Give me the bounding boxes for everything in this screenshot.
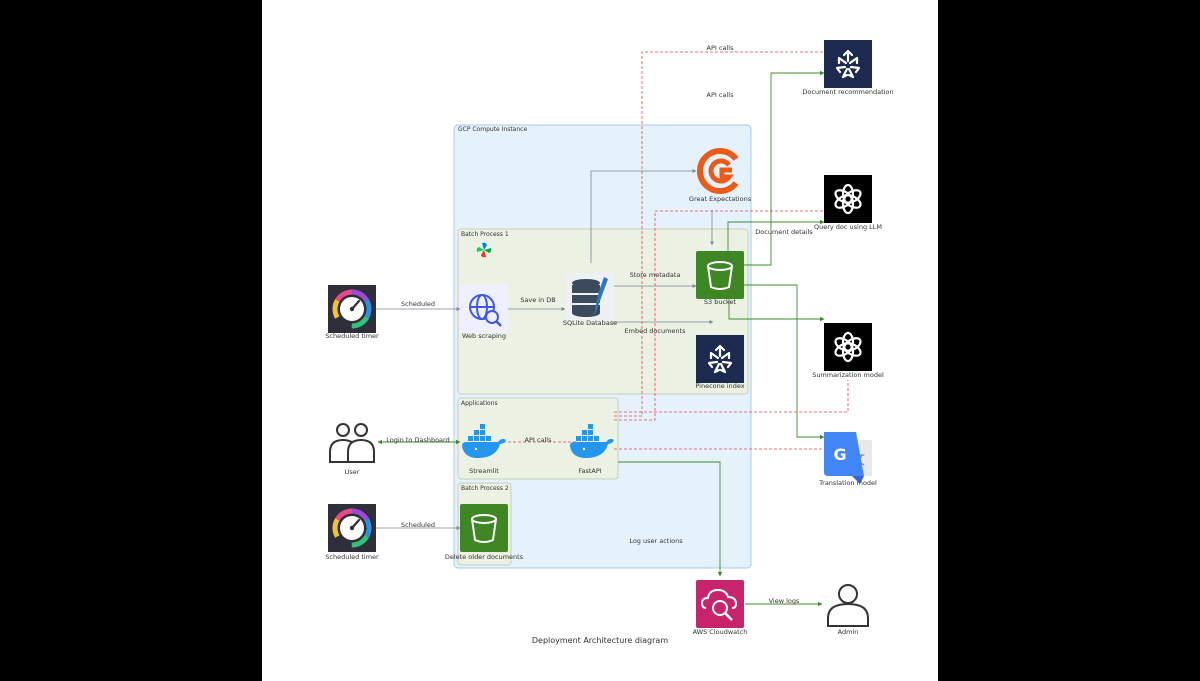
node-label-s3: S3 bucket — [704, 298, 737, 306]
s3-bucket-icon — [696, 251, 744, 299]
applications-cluster-title: Applications — [461, 400, 498, 407]
node-label-summarization: Summarization model — [812, 371, 884, 379]
edge-api-calls-summ — [614, 380, 849, 413]
edge-label-login: Login to Dashboard — [386, 436, 449, 444]
diagram-caption: Deployment Architecture diagram — [532, 636, 668, 645]
edge-api-calls-query — [614, 210, 824, 421]
speedometer-icon — [328, 285, 376, 333]
s3-bucket-icon — [460, 504, 508, 552]
cloudwatch-icon — [696, 580, 744, 628]
node-label-fastapi: FastAPI — [578, 467, 601, 475]
edge-s3-translation — [744, 284, 825, 440]
green-edges — [377, 70, 825, 607]
edge-label-api-calls-top: API calls — [707, 44, 735, 52]
node-label-admin: Admin — [838, 628, 859, 636]
node-label-sqlite: SQLite Database — [563, 319, 617, 327]
edge-api-calls-doc-rec — [614, 51, 824, 417]
openai-icon — [824, 175, 872, 223]
google-translate-icon: 文 G — [824, 432, 872, 484]
openai-icon — [824, 323, 872, 371]
edge-label-store-meta: Store metadata — [630, 271, 681, 279]
node-label-cloudwatch: AWS Cloudwatch — [693, 628, 748, 636]
edge-label-api-calls-app: API calls — [525, 436, 553, 444]
database-icon — [566, 273, 614, 321]
edge-s3-doc-rec — [744, 70, 825, 266]
edge-label-log-actions: Log user actions — [629, 537, 683, 545]
batch2-cluster-title: Batch Process 2 — [461, 485, 509, 492]
node-label-web-scraping: Web scraping — [462, 332, 506, 340]
svg-text:G: G — [833, 445, 846, 464]
edge-label-scheduled1: Scheduled — [401, 300, 435, 308]
edge-fastapi-cloudwatch — [618, 461, 723, 577]
node-label-timer1: Scheduled timer — [325, 332, 379, 340]
users-icon — [329, 423, 375, 463]
edge-label-view-logs: View logs — [769, 597, 800, 605]
gray-edges — [376, 169, 714, 530]
airflow-pinwheel-icon — [476, 242, 492, 258]
red-dashed-edges — [503, 51, 849, 450]
node-label-streamlit: Streamlit — [469, 467, 499, 475]
pinecone-icon — [696, 335, 744, 383]
applications-cluster — [457, 397, 619, 480]
edge-s3-query — [727, 219, 825, 251]
node-label-delete-docs: Delete older documents — [445, 553, 524, 561]
node-label-timer2: Scheduled timer — [325, 553, 379, 561]
edge-s3-summ — [728, 299, 825, 322]
gcp-cluster-title: GCP Compute Instance — [458, 126, 527, 133]
batch1-cluster-title: Batch Process 1 — [461, 231, 509, 238]
edge-label-save-db: Save in DB — [520, 296, 555, 304]
pinecone-icon — [824, 40, 872, 88]
edge-sqlite-ge — [590, 169, 697, 263]
edge-label-embed-docs: Embed documents — [625, 327, 687, 335]
great-expectations-icon — [697, 148, 739, 194]
edge-label-doc-details: Document details — [755, 228, 813, 236]
node-label-user: User — [345, 468, 360, 476]
speedometer-icon — [328, 504, 376, 552]
node-label-ge: Great Expectations — [689, 195, 752, 203]
globe-search-icon — [460, 285, 508, 333]
node-label-query-llm: Query doc using LLM — [814, 223, 882, 231]
edge-label-scheduled2: Scheduled — [401, 521, 435, 529]
node-label-pinecone: Pinecone index — [695, 382, 744, 390]
node-label-translation: Translation model — [818, 479, 877, 487]
person-icon — [827, 584, 869, 627]
node-label-doc-rec: Document recommendation — [802, 88, 893, 96]
edge-label-api-calls-mid: API calls — [707, 91, 735, 99]
